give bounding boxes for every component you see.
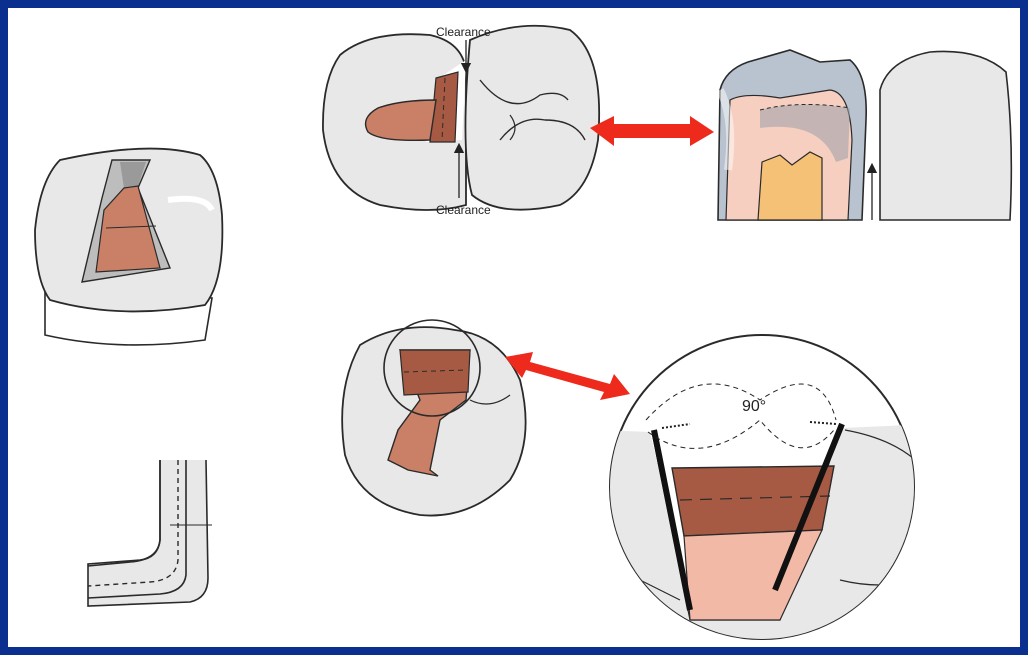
double-headed-arrow-icon [505,352,630,400]
magnified-cavity-wall-detail: 90° [600,335,930,655]
angle-label: 90° [742,398,766,415]
proximal-cross-section [718,50,1011,220]
prepared-molar-3d [35,149,222,345]
clearance-label-bottom: Clearance [436,203,491,217]
margin-profile-detail [88,460,212,606]
occlusal-view-circled [342,320,525,516]
figure-frame: Clearance Clearance [8,8,1020,647]
double-headed-arrow-icon [590,116,714,146]
occlusal-view-clearance: Clearance Clearance [323,25,599,217]
clearance-label-top: Clearance [436,25,491,39]
